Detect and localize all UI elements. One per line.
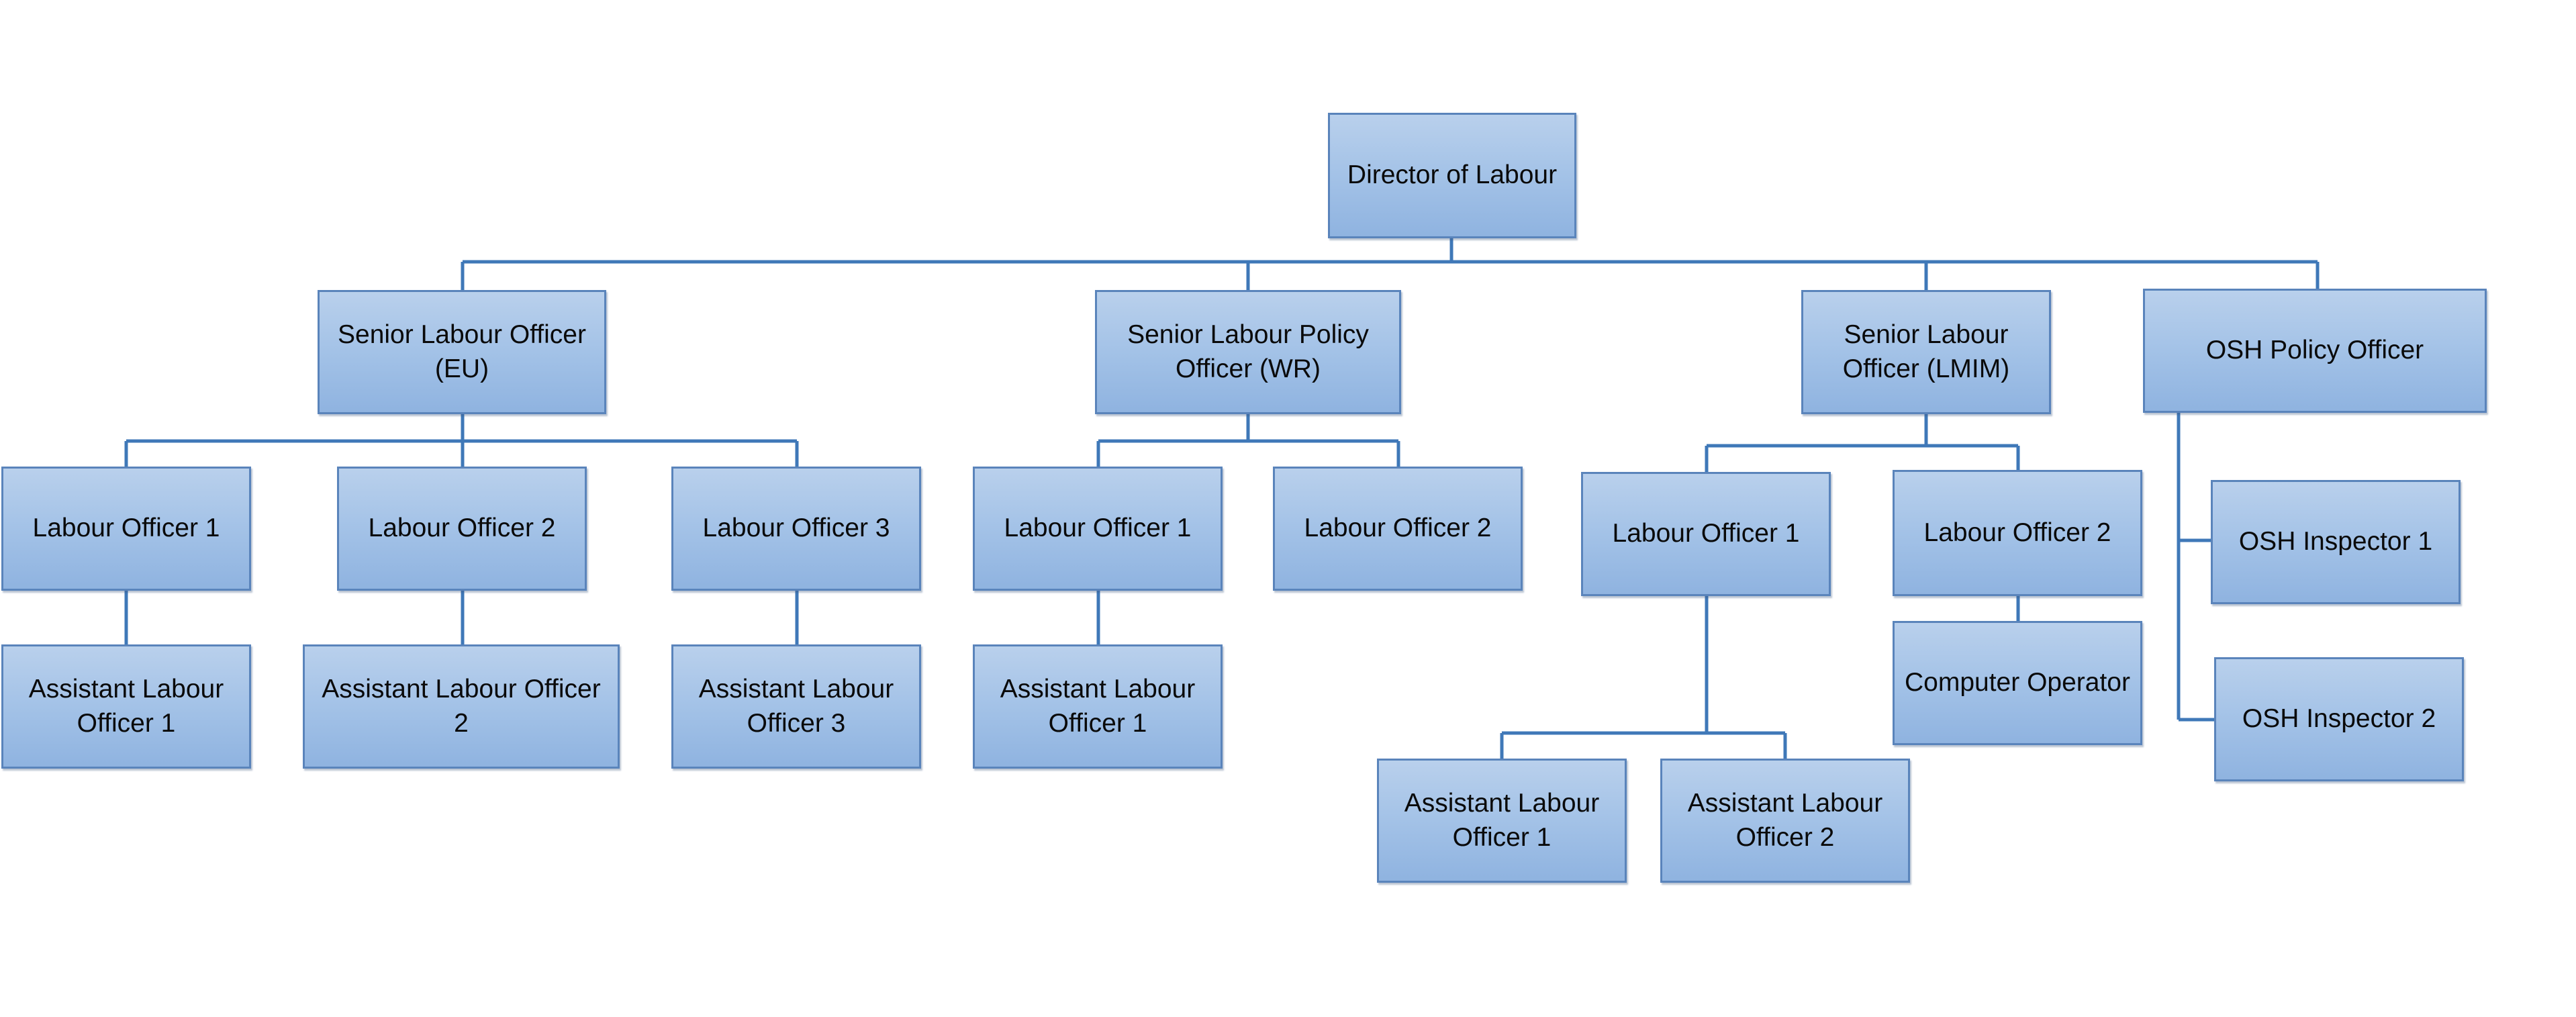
node-wr-labour-officer-1: Labour Officer 1	[973, 467, 1223, 591]
node-eu-assistant-labour-officer-1: Assistant Labour Officer 1	[1, 644, 251, 769]
node-wr-assistant-labour-officer-1: Assistant Labour Officer 1	[973, 644, 1223, 769]
node-director-of-labour: Director of Labour	[1328, 113, 1576, 238]
node-eu-assistant-labour-officer-2: Assistant Labour Officer 2	[303, 644, 620, 769]
node-lmim-labour-officer-2: Labour Officer 2	[1893, 470, 2142, 596]
node-osh-inspector-2: OSH Inspector 2	[2214, 657, 2464, 781]
node-eu-labour-officer-3: Labour Officer 3	[671, 467, 921, 591]
node-wr-labour-officer-2: Labour Officer 2	[1273, 467, 1523, 591]
node-lmim-assistant-labour-officer-2: Assistant Labour Officer 2	[1660, 759, 1910, 883]
node-eu-labour-officer-2: Labour Officer 2	[337, 467, 587, 591]
node-osh-inspector-1: OSH Inspector 1	[2211, 480, 2461, 604]
node-lmim-computer-operator: Computer Operator	[1893, 621, 2142, 745]
node-senior-labour-policy-officer-wr: Senior Labour Policy Officer (WR)	[1095, 290, 1401, 414]
node-eu-assistant-labour-officer-3: Assistant Labour Officer 3	[671, 644, 921, 769]
node-osh-policy-officer: OSH Policy Officer	[2143, 289, 2487, 413]
node-senior-labour-officer-eu: Senior Labour Officer (EU)	[318, 290, 606, 414]
node-eu-labour-officer-1: Labour Officer 1	[1, 467, 251, 591]
node-lmim-labour-officer-1: Labour Officer 1	[1581, 472, 1831, 596]
node-senior-labour-officer-lmim: Senior Labour Officer (LMIM)	[1801, 290, 2051, 414]
node-lmim-assistant-labour-officer-1: Assistant Labour Officer 1	[1377, 759, 1627, 883]
